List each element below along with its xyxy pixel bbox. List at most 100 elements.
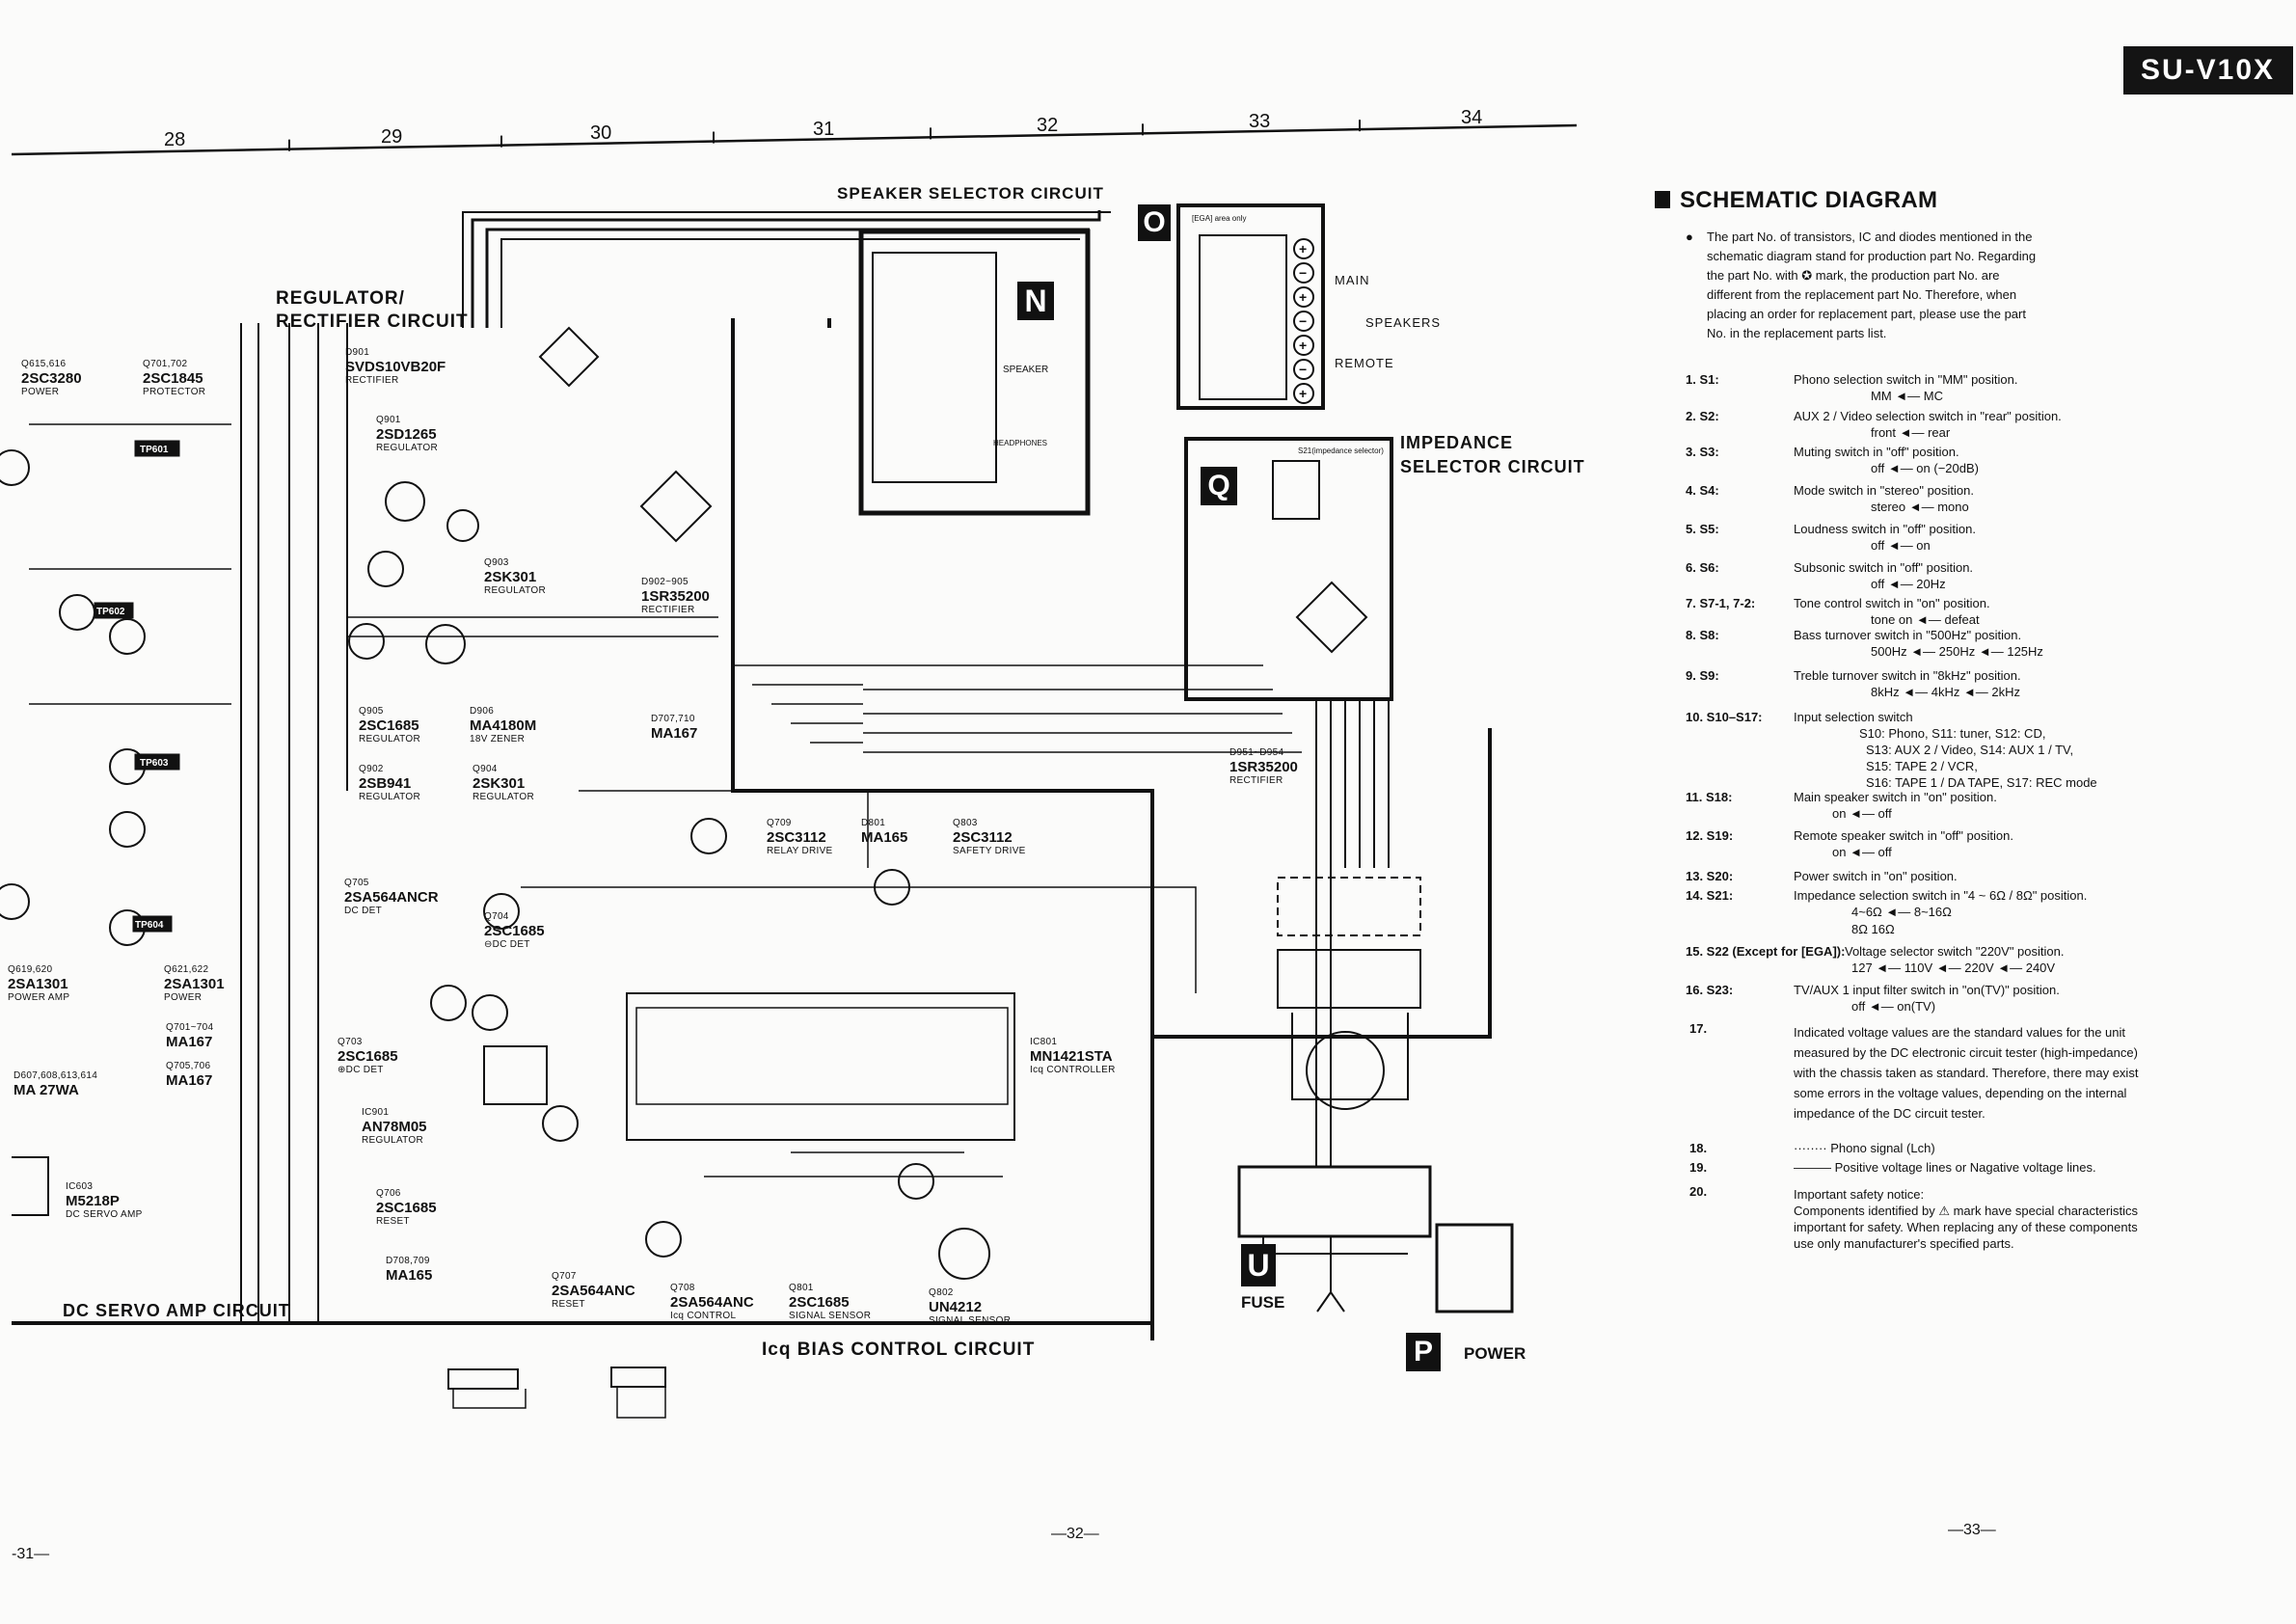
part-ref: Q703 [338, 1037, 363, 1047]
part-desc: POWER [21, 386, 60, 397]
bullet-square-icon [1655, 191, 1670, 208]
part-desc: RESET [376, 1215, 410, 1227]
part-name: MA165 [386, 1266, 433, 1284]
part-ref: Q904 [473, 764, 498, 774]
impedance-values-line: 8Ω 16Ω [1851, 922, 1895, 936]
schematic-heading-text: SCHEMATIC DIAGRAM [1680, 187, 1938, 213]
part-name: MA165 [861, 828, 908, 846]
part-ref: Q905 [359, 706, 384, 717]
switch-item-text: Power switch in "on" position. [1794, 869, 1958, 883]
part-ref: Q708 [670, 1283, 695, 1293]
part-desc: POWER [164, 991, 203, 1003]
speaker-selector-title: SPEAKER SELECTOR CIRCUIT [837, 184, 1104, 203]
part-name: SVDS10VB20F [345, 358, 446, 375]
svg-text:+: + [1299, 241, 1307, 257]
part-name: 2SA1301 [8, 975, 68, 992]
grid-number-28: 28 [164, 129, 186, 150]
part-desc: RECTIFIER [641, 604, 695, 615]
grid-number-34: 34 [1461, 107, 1483, 128]
part-ref: Q901 [376, 415, 401, 425]
switch-item-text: Impedance selection switch in "4 ~ 6Ω / … [1794, 888, 2088, 903]
switch-item-sub: 127 ◄— 110V ◄— 220V ◄— 240V [1851, 961, 2056, 975]
part-name: MA4180M [470, 717, 537, 734]
part-name: MA167 [166, 1033, 213, 1050]
intro-line: The part No. of transistors, IC and diod… [1707, 230, 2033, 244]
switch-item-sub: tone on ◄— defeat [1871, 612, 1980, 627]
switch-item-text: Mode switch in "stereo" position. [1794, 483, 1974, 498]
part-desc: RECTIFIER [345, 374, 399, 386]
switch-item-text: Treble turnover switch in "8kHz" positio… [1794, 668, 2021, 683]
switch-item-number: 12. S19: [1686, 828, 1734, 843]
item-18-text: ········ Phono signal (Lch) [1794, 1141, 1935, 1155]
part-desc: ⊕DC DET [338, 1064, 384, 1075]
grid-number-32: 32 [1037, 115, 1059, 136]
item-17-line: with the chassis taken as standard. Ther… [1794, 1066, 2139, 1080]
grid-number-29: 29 [381, 126, 403, 148]
switch-item-text: Phono selection switch in "MM" position. [1794, 372, 2018, 387]
switch-item-text: Remote speaker switch in "off" position. [1794, 828, 2013, 843]
impedance-title-line2: SELECTOR CIRCUIT [1400, 457, 1585, 476]
switch-item-sub: S10: Phono, S11: tuner, S12: CD, [1859, 726, 2046, 741]
block-letter-p: P [1406, 1333, 1441, 1371]
input-selection-line: S13: AUX 2 / Video, S14: AUX 1 / TV, [1866, 743, 2074, 757]
switch-item-sub: 4~6Ω ◄— 8~16Ω [1851, 905, 1952, 919]
svg-text:+: + [1299, 386, 1307, 401]
fuse-title: FUSE [1241, 1293, 1285, 1312]
switch-item-text: Subsonic switch in "off" position. [1794, 560, 1974, 575]
switch-item-number: 14. S21: [1686, 888, 1734, 903]
part-ref: Q707 [552, 1271, 577, 1282]
item-20-line: important for safety. When replacing any… [1794, 1220, 2138, 1234]
icq-bias-title: Icq BIAS CONTROL CIRCUIT [762, 1340, 1036, 1360]
switch-item-sub: stereo ◄— mono [1871, 500, 1969, 514]
item-20-number: 20. [1689, 1184, 1708, 1199]
part-desc: Icq CONTROLLER [1030, 1064, 1116, 1075]
page-number-right: —33— [1948, 1522, 1996, 1538]
switch-item-sub: on ◄— off [1832, 806, 1892, 821]
part-desc: REGULATOR [473, 791, 535, 802]
part-ref: D607,608,613,614 [14, 1070, 98, 1081]
part-ref: D902~905 [641, 577, 689, 587]
part-ref: D951~D954 [1229, 747, 1284, 758]
part-desc: Icq CONTROL [670, 1310, 737, 1321]
bullet-dot-icon: ● [1686, 230, 1693, 244]
item-17-line: Indicated voltage values are the standar… [1794, 1025, 2125, 1040]
dc-servo-title: DC SERVO AMP CIRCUIT [63, 1301, 290, 1320]
part-desc: RECTIFIER [1229, 774, 1283, 786]
part-name: 2SC1685 [359, 717, 419, 734]
block-letter-o: O [1138, 204, 1171, 241]
part-name: M5218P [66, 1192, 120, 1209]
switch-item-text: Muting switch in "off" position. [1794, 445, 1959, 459]
label-ega-only: [EGA] area only [1192, 214, 1247, 223]
part-ref: Q701,702 [143, 359, 188, 369]
part-desc: REGULATOR [362, 1134, 424, 1146]
switch-item-text: AUX 2 / Video selection switch in "rear"… [1794, 409, 2062, 423]
part-name: 2SA1301 [164, 975, 225, 992]
switch-item-number: 10. S10–S17: [1686, 710, 1763, 724]
switch-item-sub: MM ◄— MC [1871, 389, 1943, 403]
item-18-number: 18. [1689, 1141, 1708, 1155]
part-desc: REGULATOR [359, 791, 421, 802]
block-letter-q: Q [1201, 467, 1237, 505]
part-name: 2SD1265 [376, 425, 437, 443]
part-name: 2SA564ANC [670, 1293, 754, 1311]
page-number-center: —32— [1051, 1526, 1099, 1542]
switch-item-text: Input selection switch [1794, 710, 1913, 724]
item-19-number: 19. [1689, 1160, 1708, 1175]
item-17-number: 17. [1689, 1021, 1708, 1036]
switch-item-sub: off ◄— on(TV) [1851, 999, 1936, 1014]
part-ref: Q802 [929, 1287, 954, 1298]
regulator-title-line1: REGULATOR/ [276, 288, 405, 309]
switch-item-sub: off ◄— 20Hz [1871, 577, 1946, 591]
svg-text:−: − [1299, 362, 1307, 377]
